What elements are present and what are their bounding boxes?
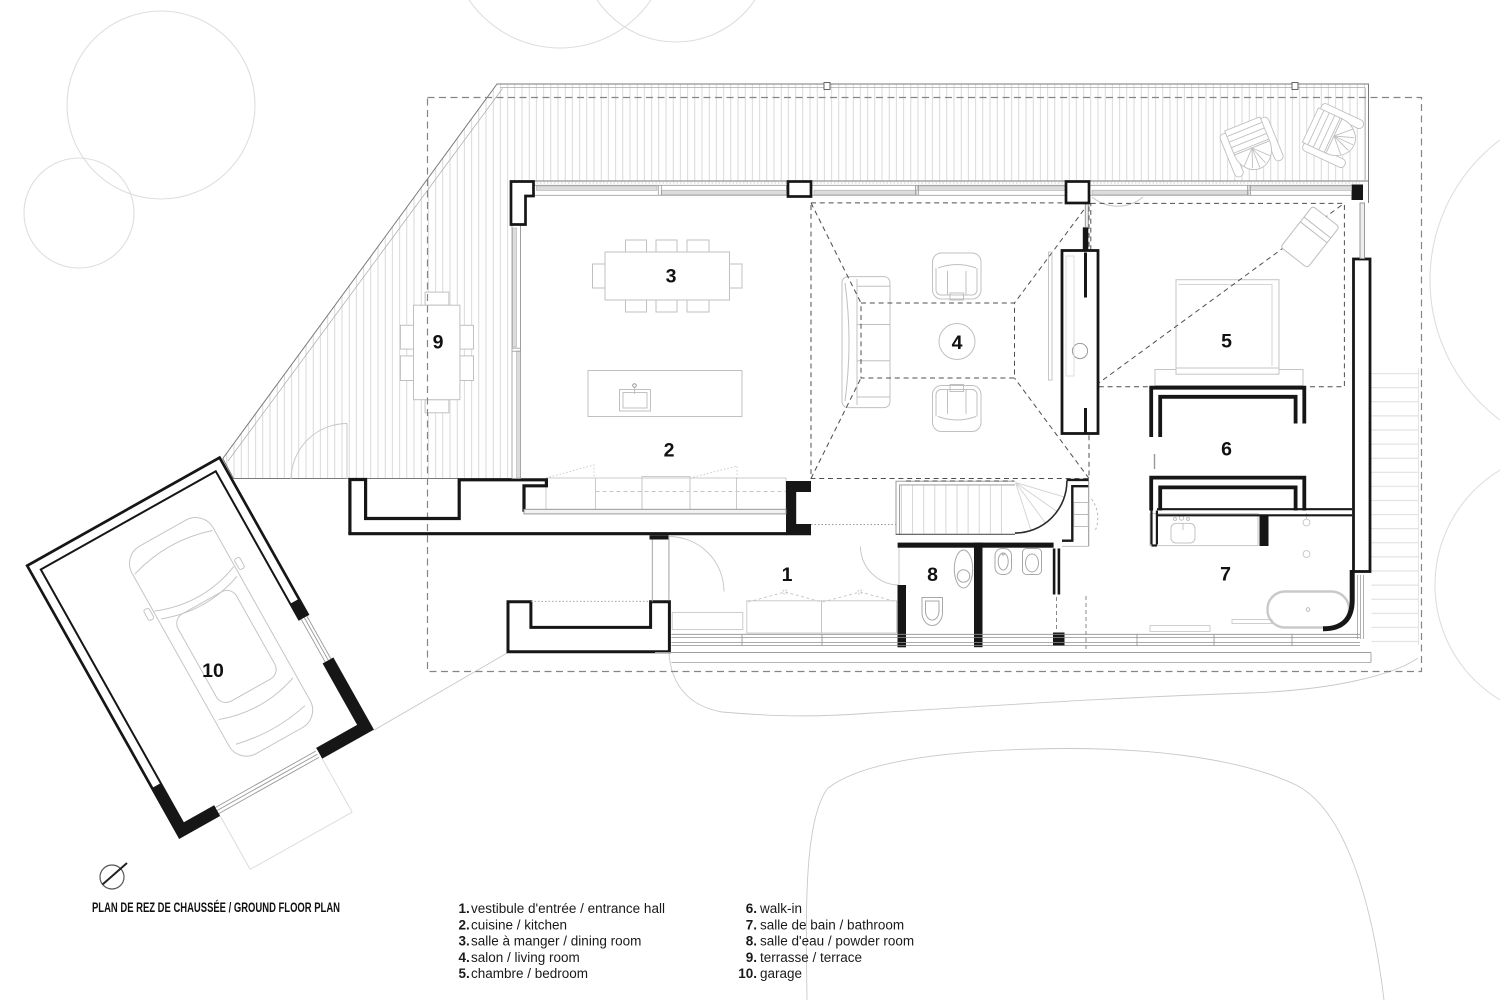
svg-text:salle à manger / dining room: salle à manger / dining room xyxy=(471,934,641,949)
svg-text:5: 5 xyxy=(1221,331,1232,353)
svg-text:walk-in: walk-in xyxy=(759,901,802,916)
svg-text:1.: 1. xyxy=(459,901,470,916)
svg-text:6.: 6. xyxy=(746,901,757,916)
svg-text:salle de bain / bathroom: salle de bain / bathroom xyxy=(760,917,904,932)
svg-text:1: 1 xyxy=(782,564,793,586)
svg-text:terrasse / terrace: terrasse / terrace xyxy=(760,950,862,965)
svg-text:chambre / bedroom: chambre / bedroom xyxy=(471,966,588,981)
svg-text:2: 2 xyxy=(664,440,675,462)
svg-text:10.: 10. xyxy=(738,966,757,981)
svg-text:3.: 3. xyxy=(459,934,470,949)
svg-text:vestibule d'entrée / entrance: vestibule d'entrée / entrance hall xyxy=(471,901,665,916)
svg-text:4: 4 xyxy=(952,332,963,354)
svg-text:5.: 5. xyxy=(459,966,470,981)
svg-text:cuisine / kitchen: cuisine / kitchen xyxy=(471,917,567,932)
svg-text:7.: 7. xyxy=(746,917,757,932)
svg-text:PLAN DE REZ DE CHAUSSÉE / GRO: PLAN DE REZ DE CHAUSSÉE / GROUND FLOOR P… xyxy=(92,900,340,915)
svg-text:9.: 9. xyxy=(746,950,757,965)
svg-text:8: 8 xyxy=(927,564,938,586)
svg-text:garage: garage xyxy=(760,966,802,981)
svg-text:salle d'eau / powder room: salle d'eau / powder room xyxy=(760,934,914,949)
svg-text:salon / living room: salon / living room xyxy=(471,950,580,965)
svg-text:6: 6 xyxy=(1221,439,1232,461)
svg-text:4.: 4. xyxy=(459,950,470,965)
svg-text:7: 7 xyxy=(1220,564,1231,586)
svg-text:3: 3 xyxy=(666,266,677,288)
svg-text:2.: 2. xyxy=(459,917,470,932)
svg-text:9: 9 xyxy=(433,332,444,354)
svg-text:8.: 8. xyxy=(746,934,757,949)
svg-text:10: 10 xyxy=(202,660,224,682)
